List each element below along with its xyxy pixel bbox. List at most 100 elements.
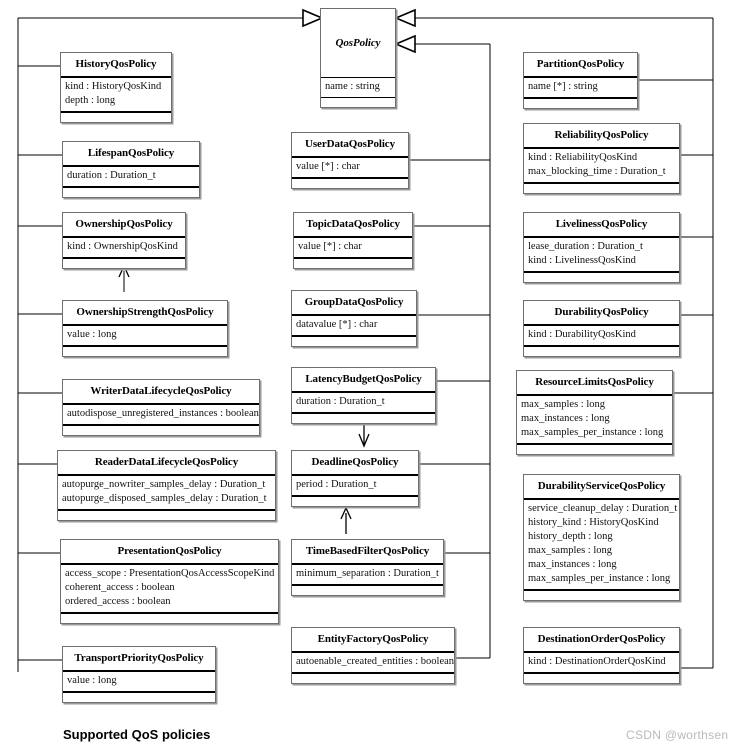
- attr-row: max_samples : long: [521, 399, 605, 410]
- class-reliabilityqospolicy[interactable]: ReliabilityQosPolicy kind : ReliabilityQ…: [523, 123, 680, 194]
- class-attrs-livelinessqospolicy: lease_duration : Duration_t kind : Livel…: [524, 238, 679, 273]
- class-attrs-ownershipstrengthqospolicy: value : long: [63, 326, 227, 347]
- class-attrs-latencybudgetqospolicy: duration : Duration_t: [292, 393, 435, 414]
- class-title-groupdataqospolicy: GroupDataQosPolicy: [292, 291, 416, 316]
- attr-row: service_cleanup_delay : Duration_t: [528, 503, 678, 514]
- class-attrs-durabilityqospolicy: kind : DurabilityQosKind: [524, 326, 679, 347]
- class-deadlineqospolicy[interactable]: DeadlineQosPolicy period : Duration_t: [291, 450, 419, 507]
- class-timebasedfilterqospolicy[interactable]: TimeBasedFilterQosPolicy minimum_separat…: [291, 539, 444, 596]
- class-attrs-durabilityserviceqospolicy: service_cleanup_delay : Duration_t histo…: [524, 500, 679, 591]
- attr-row: kind : LivelinessQosKind: [528, 255, 636, 266]
- class-ops-latencybudgetqospolicy: [292, 414, 435, 423]
- class-title-reliabilityqospolicy: ReliabilityQosPolicy: [524, 124, 679, 149]
- class-attrs-resourcelimitsqospolicy: max_samples : long max_instances : long …: [517, 396, 672, 445]
- class-title-ownershipstrengthqospolicy: OwnershipStrengthQosPolicy: [63, 301, 227, 326]
- class-attrs-userdataqospolicy: value [*] : char: [292, 158, 408, 179]
- attr-row: name [*] : string: [528, 81, 598, 92]
- class-attrs-ownershipqospolicy: kind : OwnershipQosKind: [63, 238, 185, 259]
- class-ownershipqospolicy[interactable]: OwnershipQosPolicy kind : OwnershipQosKi…: [62, 212, 186, 269]
- class-ops-partitionqospolicy: [524, 99, 637, 108]
- class-attrs-writerdatalifecycleqospolicy: autodispose_unregistered_instances : boo…: [63, 405, 259, 426]
- class-presentationqospolicy[interactable]: PresentationQosPolicy access_scope : Pre…: [60, 539, 279, 624]
- class-ops-writerdatalifecycleqospolicy: [63, 426, 259, 435]
- class-durabilityqospolicy[interactable]: DurabilityQosPolicy kind : DurabilityQos…: [523, 300, 680, 357]
- attr-row: autodispose_unregistered_instances : boo…: [67, 408, 259, 419]
- attr-row: history_kind : HistoryQosKind: [528, 517, 659, 528]
- attr-row: autoenable_created_entities : boolean: [296, 656, 455, 667]
- class-livelinessqospolicy[interactable]: LivelinessQosPolicy lease_duration : Dur…: [523, 212, 680, 283]
- class-destinationorderqospolicy[interactable]: DestinationOrderQosPolicy kind : Destina…: [523, 627, 680, 684]
- attr-row: period : Duration_t: [296, 479, 377, 490]
- class-transportpriorityqospolicy[interactable]: TransportPriorityQosPolicy value : long: [62, 646, 216, 703]
- class-ops-groupdataqospolicy: [292, 337, 416, 346]
- attr-row: depth : long: [65, 95, 116, 106]
- class-title-durabilityserviceqospolicy: DurabilityServiceQosPolicy: [524, 475, 679, 500]
- class-title-readerdatalifecycleqospolicy: ReaderDataLifecycleQosPolicy: [58, 451, 275, 476]
- class-ops-presentationqospolicy: [61, 614, 278, 623]
- class-title-presentationqospolicy: PresentationQosPolicy: [61, 540, 278, 565]
- class-latencybudgetqospolicy[interactable]: LatencyBudgetQosPolicy duration : Durati…: [291, 367, 436, 424]
- class-ops-resourcelimitsqospolicy: [517, 445, 672, 454]
- class-attrs-destinationorderqospolicy: kind : DestinationOrderQosKind: [524, 653, 679, 674]
- attr-row: duration : Duration_t: [296, 396, 385, 407]
- dep-time-based-filter-arrowhead: [340, 506, 352, 520]
- class-ops-ownershipqospolicy: [63, 259, 185, 268]
- class-title-partitionqospolicy: PartitionQosPolicy: [524, 53, 637, 78]
- class-readerdatalifecycleqospolicy[interactable]: ReaderDataLifecycleQosPolicy autopurge_n…: [57, 450, 276, 521]
- class-ops-ownershipstrengthqospolicy: [63, 347, 227, 356]
- attr-row: lease_duration : Duration_t: [528, 241, 643, 252]
- class-ops-historyqospolicy: [61, 113, 171, 122]
- class-title-ownershipqospolicy: OwnershipQosPolicy: [63, 213, 185, 238]
- class-title-userdataqospolicy: UserDataQosPolicy: [292, 133, 408, 158]
- attr-row: kind : DestinationOrderQosKind: [528, 656, 666, 667]
- class-durabilityserviceqospolicy[interactable]: DurabilityServiceQosPolicy service_clean…: [523, 474, 680, 601]
- attr-row: coherent_access : boolean: [65, 582, 175, 593]
- class-qospolicy[interactable]: QosPolicy name : string: [320, 8, 396, 108]
- class-attrs-deadlineqospolicy: period : Duration_t: [292, 476, 418, 497]
- attr-row: autopurge_disposed_samples_delay : Durat…: [62, 493, 267, 504]
- class-resourcelimitsqospolicy[interactable]: ResourceLimitsQosPolicy max_samples : lo…: [516, 370, 673, 455]
- attr-row: value [*] : char: [298, 241, 362, 252]
- class-attrs-readerdatalifecycleqospolicy: autopurge_nowriter_samples_delay : Durat…: [58, 476, 275, 511]
- attr-row: max_instances : long: [528, 559, 617, 570]
- attr-row: autopurge_nowriter_samples_delay : Durat…: [62, 479, 266, 490]
- attr-row: max_samples : long: [528, 545, 612, 556]
- class-title-entityfactoryqospolicy: EntityFactoryQosPolicy: [292, 628, 454, 653]
- class-ops-transportpriorityqospolicy: [63, 693, 215, 702]
- class-userdataqospolicy[interactable]: UserDataQosPolicy value [*] : char: [291, 132, 409, 189]
- class-title-latencybudgetqospolicy: LatencyBudgetQosPolicy: [292, 368, 435, 393]
- class-ops-deadlineqospolicy: [292, 497, 418, 506]
- class-ops-readerdatalifecycleqospolicy: [58, 511, 275, 520]
- class-partitionqospolicy[interactable]: PartitionQosPolicy name [*] : string: [523, 52, 638, 109]
- attr-row: max_samples_per_instance : long: [528, 573, 671, 584]
- class-attrs-entityfactoryqospolicy: autoenable_created_entities : boolean: [292, 653, 454, 674]
- attr-row: max_blocking_time : Duration_t: [528, 166, 666, 177]
- class-ownershipstrengthqospolicy[interactable]: OwnershipStrengthQosPolicy value : long: [62, 300, 228, 357]
- attr-row: datavalue [*] : char: [296, 319, 378, 330]
- class-title-livelinessqospolicy: LivelinessQosPolicy: [524, 213, 679, 238]
- attr-row: duration : Duration_t: [67, 170, 156, 181]
- class-entityfactoryqospolicy[interactable]: EntityFactoryQosPolicy autoenable_create…: [291, 627, 455, 684]
- diagram-caption: Supported QoS policies: [63, 727, 211, 742]
- class-ops-livelinessqospolicy: [524, 273, 679, 282]
- class-attrs-groupdataqospolicy: datavalue [*] : char: [292, 316, 416, 337]
- class-ops-userdataqospolicy: [292, 179, 408, 188]
- class-title-resourcelimitsqospolicy: ResourceLimitsQosPolicy: [517, 371, 672, 396]
- class-attrs-qospolicy: name : string: [321, 78, 395, 98]
- class-ops-qospolicy: [321, 98, 395, 107]
- attr-row: max_instances : long: [521, 413, 610, 424]
- class-title-historyqospolicy: HistoryQosPolicy: [61, 53, 171, 78]
- class-title-topicdataqospolicy: TopicDataQosPolicy: [294, 213, 412, 238]
- class-groupdataqospolicy[interactable]: GroupDataQosPolicy datavalue [*] : char: [291, 290, 417, 347]
- class-writerdatalifecycleqospolicy[interactable]: WriterDataLifecycleQosPolicy autodispose…: [62, 379, 260, 436]
- generalization-arrowhead-middle: [393, 34, 416, 54]
- class-ops-timebasedfilterqospolicy: [292, 586, 443, 595]
- class-attrs-timebasedfilterqospolicy: minimum_separation : Duration_t: [292, 565, 443, 586]
- class-historyqospolicy[interactable]: HistoryQosPolicy kind : HistoryQosKind d…: [60, 52, 172, 123]
- attr-row: access_scope : PresentationQosAccessScop…: [65, 568, 275, 579]
- class-topicdataqospolicy[interactable]: TopicDataQosPolicy value [*] : char: [293, 212, 413, 269]
- attr-row: ordered_access : boolean: [65, 596, 171, 607]
- class-title-writerdatalifecycleqospolicy: WriterDataLifecycleQosPolicy: [63, 380, 259, 405]
- class-lifespanqospolicy[interactable]: LifespanQosPolicy duration : Duration_t: [62, 141, 200, 198]
